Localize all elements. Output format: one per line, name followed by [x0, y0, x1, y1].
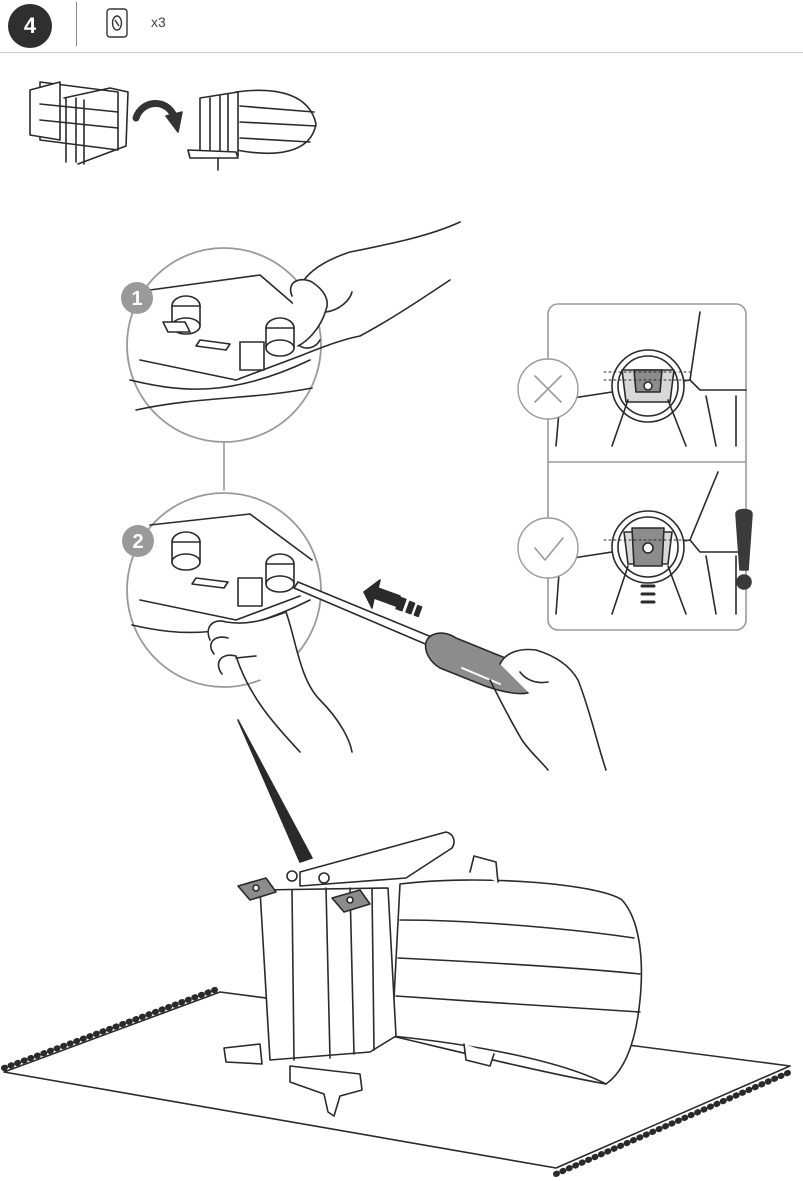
- callout-number-1: 1: [131, 288, 142, 310]
- flip-orientation-diagram: [29, 81, 317, 171]
- chair-assembly: [223, 831, 643, 1117]
- header-divider: [76, 2, 77, 46]
- exclamation-icon: [735, 508, 753, 590]
- detail-circle-1: [126, 221, 461, 443]
- step-header: 4 x3: [0, 0, 803, 53]
- flip-arrow-icon: [132, 100, 183, 133]
- callout-badge-1: 1: [121, 282, 153, 314]
- correct-orientation-view: [555, 471, 741, 615]
- detail-circle-2: [126, 492, 353, 753]
- screwdriver: [293, 581, 537, 695]
- insert-arrow-icon: [363, 579, 423, 618]
- callout-number-2: 2: [132, 531, 143, 553]
- chair-thumbnail-after: [187, 89, 317, 171]
- detail-pointer: [237, 719, 313, 863]
- orientation-comparison-panel: [517, 303, 753, 631]
- cam-lock-fitting-icon: [106, 8, 128, 38]
- right-hand: [489, 648, 607, 771]
- cross-circle-icon: [517, 358, 579, 420]
- chair-thumbnail-before: [29, 81, 129, 165]
- wrong-orientation-view: [555, 311, 747, 447]
- check-circle-icon: [517, 517, 579, 579]
- part-quantity: x3: [151, 14, 166, 30]
- step-number-badge: 4: [8, 4, 52, 48]
- floor-mat: [1, 985, 793, 1177]
- callout-badge-2: 2: [122, 525, 154, 557]
